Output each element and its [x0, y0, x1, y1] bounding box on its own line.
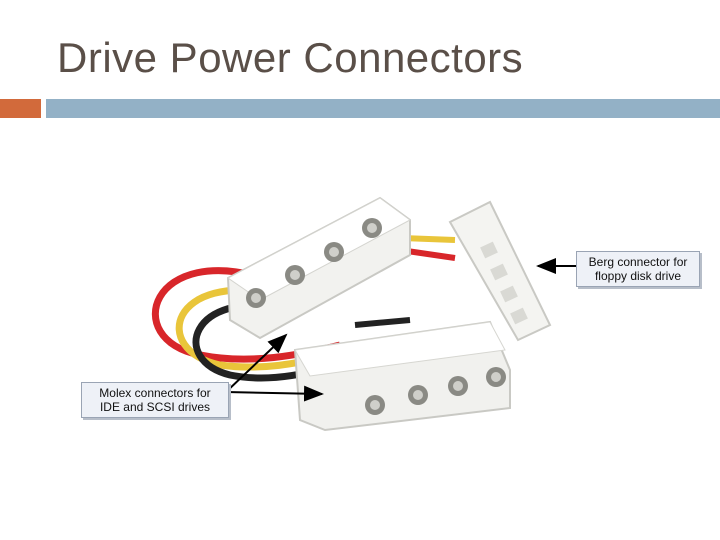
red-wire [151, 267, 341, 363]
title-accent-bar-orange [0, 99, 41, 118]
black-wire-mid [354, 317, 411, 328]
arrow-to-lower-molex [225, 385, 324, 402]
molex-connector-callout: Molex connectors for IDE and SCSI drives [81, 382, 229, 418]
molex-connector-lower [293, 320, 511, 432]
title-accent-bar-blue [46, 99, 720, 118]
berg-connector [448, 200, 552, 342]
slide-title: Drive Power Connectors [57, 34, 524, 81]
arrow-to-upper-molex [225, 333, 288, 393]
molex-connector-upper [226, 196, 411, 340]
connector-photo [151, 196, 552, 432]
berg-connector-callout: Berg connector for floppy disk drive [576, 251, 700, 287]
